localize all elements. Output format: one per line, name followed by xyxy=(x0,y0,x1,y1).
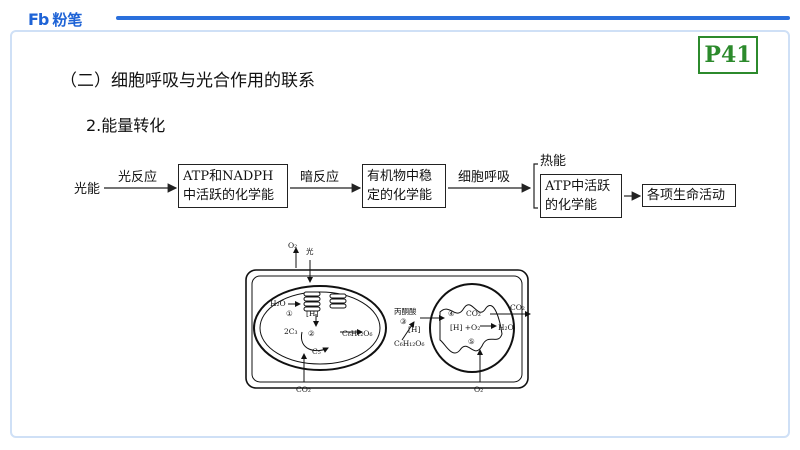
cell-diagram: O₂ 光 H₂O ① [H] 2C₃ ② C₅ C₆H₁₂O₆ CO₂ 丙酮酸 … xyxy=(245,242,531,394)
label-2c3: 2C₃ xyxy=(284,327,298,336)
flow-label-respiration: 细胞呼吸 xyxy=(458,170,511,185)
label-co2-bottom-left: CO₂ xyxy=(296,385,311,394)
label-h-left: [H] xyxy=(306,309,318,318)
label-c5: C₅ xyxy=(312,347,321,356)
flow-box-atp-line1: ATP和NADPH xyxy=(183,169,274,184)
chloroplast-outer xyxy=(253,285,387,371)
flow-label-dark-reaction: 暗反应 xyxy=(300,170,340,185)
mitochondrion-cristae xyxy=(439,304,503,354)
label-co2-right: CO₂ xyxy=(510,303,525,312)
subsection-title: 2.能量转化 xyxy=(86,116,166,135)
section-title: （二）细胞呼吸与光合作用的联系 xyxy=(60,71,315,91)
grana-left xyxy=(303,291,321,312)
label-h2o-right: H₂O xyxy=(498,323,514,332)
flow-start-light-energy: 光能 xyxy=(74,182,101,197)
label-co2-mito: CO₂ xyxy=(466,309,481,318)
label-glucose-right: C₆H₁₂O₆ xyxy=(394,339,424,348)
cell-membrane xyxy=(251,275,523,383)
flow-box-atp-active: ATP中活跃 的化学能 xyxy=(540,174,622,218)
label-pyruvate: 丙酮酸 xyxy=(394,306,417,316)
flow-box-atp-nadph: ATP和NADPH 中活跃的化学能 xyxy=(178,164,288,208)
cell-wall xyxy=(245,269,529,389)
label-h-mid: [H] xyxy=(408,325,420,334)
flow-box-atp-active-line1: ATP中活跃 xyxy=(545,179,611,194)
header-bar xyxy=(116,16,790,20)
page-badge: P41 xyxy=(698,36,758,74)
label-light: 光 xyxy=(306,246,314,256)
logo-mark: Fb xyxy=(28,9,49,29)
flow-box-life-activities: 各项生命活动 xyxy=(642,184,736,207)
arrow-glucose-to-pyruvate xyxy=(401,321,415,341)
label-o2-bottom: O₂ xyxy=(474,385,483,394)
label-h2o-left: H₂O xyxy=(270,299,286,308)
flow-box-organic-line2: 定的化学能 xyxy=(367,188,433,203)
branch-bracket xyxy=(533,163,538,209)
logo: Fb 粉笔 xyxy=(28,8,82,30)
arrow-calvin-cycle xyxy=(300,331,329,353)
flow-box-life-text: 各项生命活动 xyxy=(647,188,726,203)
slide-frame xyxy=(10,30,790,438)
label-glucose-mid: C₆H₁₂O₆ xyxy=(342,329,372,338)
flow-box-organic-line1: 有机物中稳 xyxy=(367,169,433,184)
flow-box-atp-active-line2: 的化学能 xyxy=(545,198,598,213)
label-step-3: ③ xyxy=(400,317,407,326)
flow-box-organic-matter: 有机物中稳 定的化学能 xyxy=(362,164,446,208)
label-step-5: ⑤ xyxy=(468,337,475,346)
label-step-4: ④ xyxy=(448,309,455,318)
flow-heat-energy: 热能 xyxy=(540,154,567,169)
label-step-1: ① xyxy=(286,309,293,318)
flow-box-atp-line2: 中活跃的化学能 xyxy=(183,188,275,203)
mitochondrion-outer xyxy=(429,283,515,373)
grana-right xyxy=(329,293,347,309)
label-step-2: ② xyxy=(308,329,315,338)
logo-text: 粉笔 xyxy=(52,10,83,29)
label-h-o2: [H] +O₂ xyxy=(450,323,480,332)
chloroplast-inner xyxy=(259,291,381,365)
label-o2-top: O₂ xyxy=(288,242,297,250)
flow-label-light-reaction: 光反应 xyxy=(118,170,158,185)
